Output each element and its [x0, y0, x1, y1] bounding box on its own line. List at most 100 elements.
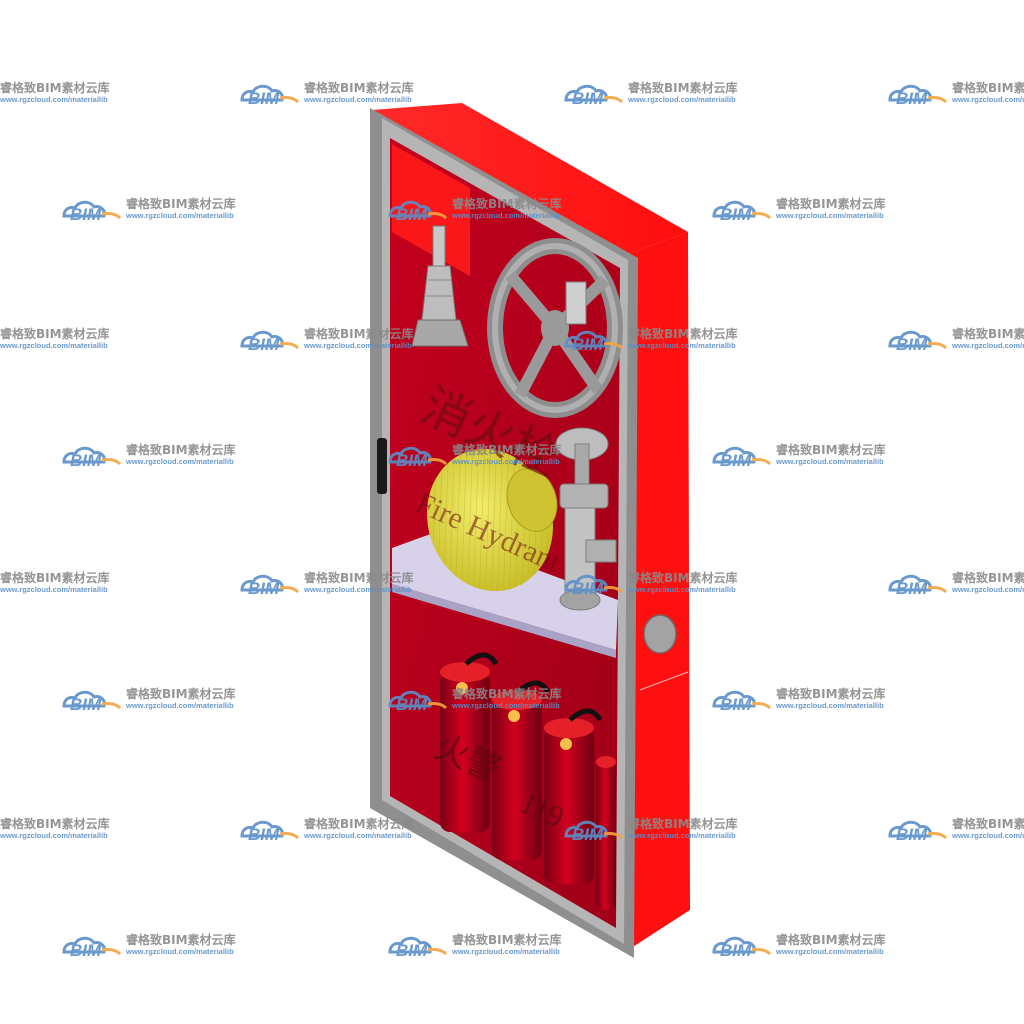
- watermark-url: www.rgzcloud.com/materiallib: [951, 831, 1024, 840]
- cloud-icon: [712, 446, 756, 464]
- watermark-logo-text: BIM: [396, 695, 428, 714]
- watermark-brand: 睿格致BIM素材云库: [952, 326, 1024, 341]
- alarm-button[interactable]: [643, 614, 677, 654]
- cloud-icon: [240, 84, 284, 102]
- watermark-logo-text: BIM: [70, 451, 102, 470]
- watermark-url: www.rgzcloud.com/materiallib: [775, 947, 884, 956]
- watermark: BIM睿格致BIM素材云库www.rgzcloud.com/materialli…: [0, 816, 110, 840]
- swoosh-icon: [603, 342, 624, 350]
- watermark-url: www.rgzcloud.com/materiallib: [775, 457, 884, 466]
- watermark-url: www.rgzcloud.com/materiallib: [951, 585, 1024, 594]
- swoosh-icon: [101, 212, 122, 220]
- swoosh-icon: [101, 458, 122, 466]
- swoosh-icon: [279, 342, 300, 350]
- watermark-brand: 睿格致BIM素材云库: [452, 932, 562, 947]
- watermark-brand: 睿格致BIM素材云库: [304, 80, 414, 95]
- watermark: BIM睿格致BIM素材云库www.rgzcloud.com/materialli…: [240, 326, 414, 354]
- watermark: BIM睿格致BIM素材云库www.rgzcloud.com/materialli…: [62, 442, 236, 470]
- watermark-url: www.rgzcloud.com/materiallib: [0, 831, 108, 840]
- swoosh-icon: [427, 212, 448, 220]
- watermark-url: www.rgzcloud.com/materiallib: [627, 585, 736, 594]
- cabinet-top-face: [372, 103, 688, 256]
- watermark-logo-text: BIM: [572, 335, 604, 354]
- watermark-brand: 睿格致BIM素材云库: [776, 442, 886, 457]
- watermark-url: www.rgzcloud.com/materiallib: [0, 585, 108, 594]
- swoosh-icon: [101, 948, 122, 956]
- watermark-brand: 睿格致BIM素材云库: [776, 686, 886, 701]
- watermark-url: www.rgzcloud.com/materiallib: [951, 95, 1024, 104]
- watermark-logo-text: BIM: [896, 579, 928, 598]
- cloud-icon: [564, 574, 608, 592]
- watermark-url: www.rgzcloud.com/materiallib: [951, 341, 1024, 350]
- hose-nozzle: [411, 225, 469, 347]
- watermark-brand: 睿格致BIM素材云库: [452, 442, 562, 457]
- swoosh-icon: [279, 96, 300, 104]
- watermark-brand: 睿格致BIM素材云库: [304, 326, 414, 341]
- watermark-logo-text: BIM: [896, 89, 928, 108]
- watermark: BIM睿格致BIM素材云库www.rgzcloud.com/materialli…: [712, 196, 886, 224]
- swoosh-icon: [427, 458, 448, 466]
- watermark: BIM睿格致BIM素材云库www.rgzcloud.com/materialli…: [62, 686, 236, 714]
- watermark-url: www.rgzcloud.com/materiallib: [451, 947, 560, 956]
- watermark-url: www.rgzcloud.com/materiallib: [125, 457, 234, 466]
- watermark-logo-text: BIM: [396, 451, 428, 470]
- watermark-brand: 睿格致BIM素材云库: [776, 932, 886, 947]
- watermark-brand: 睿格致BIM素材云库: [452, 196, 562, 211]
- watermark: BIM睿格致BIM素材云库www.rgzcloud.com/materialli…: [712, 932, 886, 960]
- swoosh-icon: [927, 832, 948, 840]
- fire-extinguishers: [440, 652, 616, 910]
- watermark-url: www.rgzcloud.com/materiallib: [0, 95, 108, 104]
- watermark: BIM睿格致BIM素材云库www.rgzcloud.com/materialli…: [0, 80, 110, 104]
- extinguisher: [544, 708, 603, 884]
- watermark-brand: 睿格致BIM素材云库: [776, 196, 886, 211]
- watermark-brand: 睿格致BIM素材云库: [628, 80, 738, 95]
- swoosh-icon: [927, 586, 948, 594]
- cloud-icon: [888, 820, 932, 838]
- watermark: BIM睿格致BIM素材云库www.rgzcloud.com/materialli…: [0, 570, 110, 594]
- watermark-logo-text: BIM: [720, 451, 752, 470]
- watermark: BIM睿格致BIM素材云库www.rgzcloud.com/materialli…: [564, 570, 738, 598]
- swoosh-icon: [427, 702, 448, 710]
- cloud-icon: [388, 200, 432, 218]
- fire-hydrant-cabinet: 消火栓 Fire Hydrant: [370, 103, 690, 958]
- watermark-logo-text: BIM: [70, 941, 102, 960]
- cabinet-side-highlight: [639, 671, 689, 691]
- watermark-logo-text: BIM: [396, 941, 428, 960]
- extinguisher: [492, 680, 551, 860]
- watermark-url: www.rgzcloud.com/materiallib: [451, 211, 560, 220]
- watermark-logo-text: BIM: [248, 335, 280, 354]
- watermark-logo-text: BIM: [720, 695, 752, 714]
- watermark-url: www.rgzcloud.com/materiallib: [303, 585, 412, 594]
- watermark-url: www.rgzcloud.com/materiallib: [775, 211, 884, 220]
- swoosh-icon: [751, 948, 772, 956]
- watermark-url: www.rgzcloud.com/materiallib: [775, 701, 884, 710]
- watermark-brand: 睿格致BIM素材云库: [126, 196, 236, 211]
- swoosh-icon: [427, 948, 448, 956]
- watermark-logo-text: BIM: [70, 205, 102, 224]
- swoosh-icon: [279, 832, 300, 840]
- cloud-icon: [388, 446, 432, 464]
- watermark: BIM睿格致BIM素材云库www.rgzcloud.com/materialli…: [564, 80, 738, 108]
- swoosh-icon: [603, 96, 624, 104]
- watermark: BIM睿格致BIM素材云库www.rgzcloud.com/materialli…: [564, 816, 738, 844]
- watermark: BIM 睿格致BIM素材云库www.rgzcloud.com/materialli…: [712, 442, 886, 470]
- watermark: BIM 睿格致BIM素材云库www.rgzcloud.com/materialli…: [712, 686, 886, 714]
- watermark-brand: 睿格致BIM素材云库: [628, 326, 738, 341]
- watermark: BIM睿格致BIM素材云库www.rgzcloud.com/materialli…: [62, 196, 236, 224]
- watermark-brand: 睿格致BIM素材云库: [126, 686, 236, 701]
- swoosh-icon: [603, 832, 624, 840]
- door-handle[interactable]: [377, 438, 387, 494]
- watermark-url: www.rgzcloud.com/materiallib: [627, 341, 736, 350]
- watermark: BIM睿格致BIM素材云库www.rgzcloud.com/materialli…: [888, 80, 1024, 108]
- watermark: BIM睿格致BIM素材云库www.rgzcloud.com/materialli…: [888, 570, 1024, 598]
- swoosh-icon: [279, 586, 300, 594]
- watermark-logo-text: BIM: [70, 695, 102, 714]
- cloud-icon: [62, 690, 106, 708]
- watermark-brand: 睿格致BIM素材云库: [126, 932, 236, 947]
- hydrant-valve: [555, 427, 617, 611]
- cloud-icon: [712, 690, 756, 708]
- watermark-url: www.rgzcloud.com/materiallib: [0, 341, 108, 350]
- watermark-brand: 睿格致BIM素材云库: [0, 80, 110, 95]
- watermark-brand: 睿格致BIM素材云库: [628, 570, 738, 585]
